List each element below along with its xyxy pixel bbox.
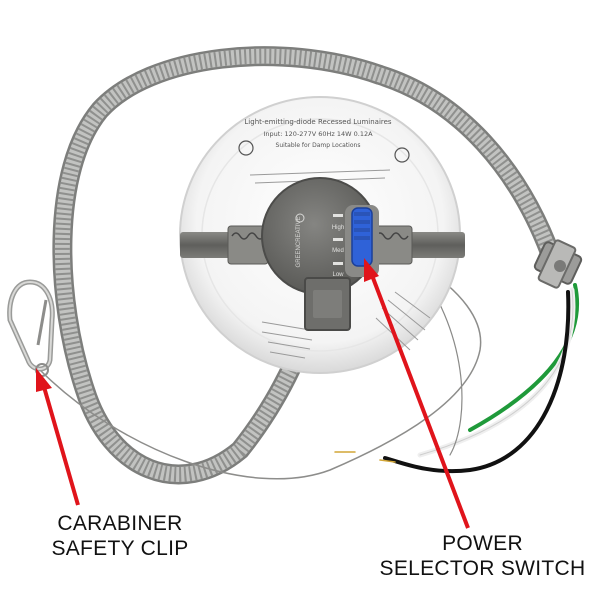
fine-print — [249, 169, 431, 359]
conduit-connector — [533, 239, 583, 289]
junction-box — [304, 277, 351, 331]
power-selector-switch — [351, 207, 373, 267]
fixture-label: Light-emitting-diode Recessed Luminaires… — [244, 118, 392, 149]
carabiner-clip — [7, 279, 55, 377]
callout-carabiner-label: CARABINER SAFETY CLIP — [20, 511, 220, 561]
callout-power-label: POWER SELECTOR SWITCH — [375, 531, 590, 581]
certification-marks — [238, 140, 410, 163]
switch-label-high: High — [332, 225, 344, 231]
fixture-rating-text: Input: 120-277V 60Hz 14W 0.12A — [263, 130, 373, 138]
fixture-damp-text: Suitable for Damp Locations — [276, 142, 361, 149]
flex-conduit — [52, 46, 562, 485]
callout-arrows — [36, 258, 470, 529]
callout-power-line1: POWER — [442, 532, 523, 555]
brand-text: GREENCREATIVE — [296, 217, 302, 268]
callout-power-line2: SELECTOR SWITCH — [379, 557, 586, 580]
safety-cable — [39, 264, 482, 480]
callout-carabiner-line2: SAFETY CLIP — [51, 537, 189, 560]
switch-label-med: Med — [332, 248, 344, 254]
callout-carabiner-line1: CARABINER — [57, 512, 183, 535]
fixture-title-text: Light-emitting-diode Recessed Luminaires — [244, 118, 392, 126]
switch-label-low: Low — [332, 272, 344, 278]
